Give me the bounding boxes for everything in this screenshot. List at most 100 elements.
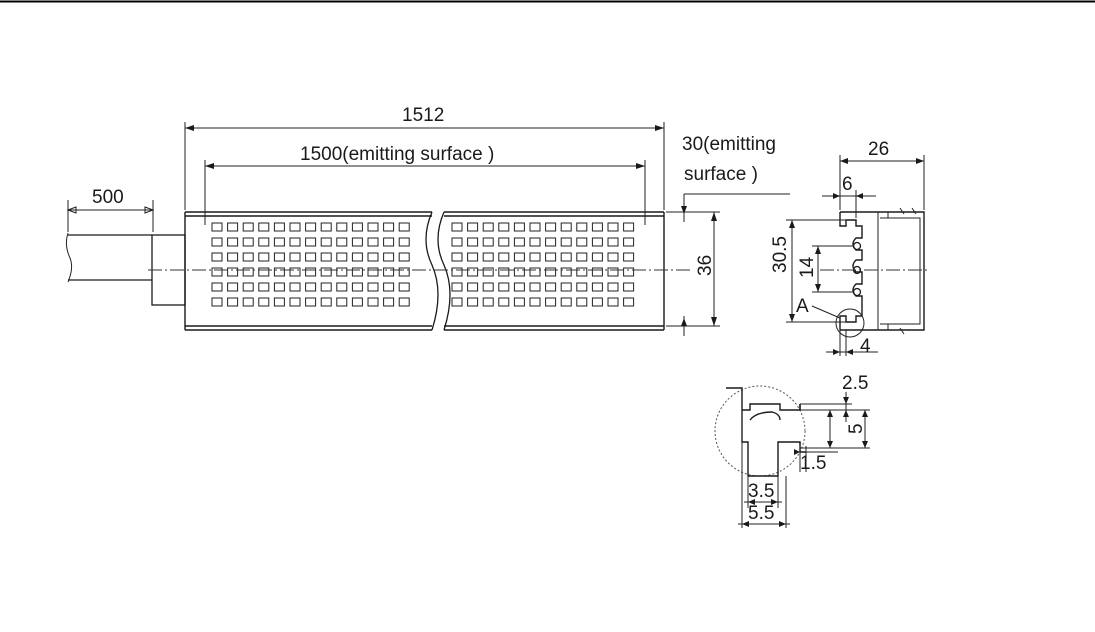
led-cell — [623, 252, 635, 262]
led-cell — [227, 267, 239, 277]
led-cell — [242, 297, 254, 307]
break-line-right — [437, 211, 451, 331]
led-cell — [451, 237, 463, 247]
led-cell — [513, 222, 525, 232]
led-cell — [560, 282, 572, 292]
dim-5-label: 5 — [846, 423, 867, 434]
led-cell — [258, 297, 270, 307]
led-cell — [591, 297, 603, 307]
led-cell — [513, 267, 525, 277]
led-cell — [451, 222, 463, 232]
led-cell — [289, 282, 301, 292]
led-cell — [242, 222, 254, 232]
led-cell — [211, 237, 223, 247]
led-cell — [498, 297, 510, 307]
led-cell — [482, 297, 494, 307]
dim-detail-2-5 — [800, 392, 852, 422]
led-cell — [623, 267, 635, 277]
dim-2-5-label: 2.5 — [842, 373, 868, 394]
led-cell — [607, 252, 619, 262]
led-cell — [351, 267, 363, 277]
led-cell — [351, 252, 363, 262]
led-cell — [560, 252, 572, 262]
led-cell — [607, 282, 619, 292]
led-cell — [498, 267, 510, 277]
led-cell — [623, 222, 635, 232]
led-cell — [273, 252, 285, 262]
led-cell — [545, 237, 557, 247]
dim-1-5-label: 1.5 — [800, 453, 826, 474]
led-cell — [273, 267, 285, 277]
led-array-right — [451, 222, 635, 307]
led-cell — [545, 252, 557, 262]
led-cell — [383, 222, 395, 232]
led-cell — [320, 267, 332, 277]
dim-500-label: 500 — [92, 187, 124, 208]
dim-emitting-length — [204, 160, 646, 225]
detail-a-view — [714, 385, 806, 477]
detail-a-leader — [811, 305, 841, 319]
dim-6-label: 6 — [842, 174, 853, 195]
led-cell — [383, 252, 395, 262]
led-cell — [398, 297, 410, 307]
dim-30-5-label: 30.5 — [770, 236, 791, 273]
led-cell — [227, 237, 239, 247]
led-cell — [545, 267, 557, 277]
led-cell — [467, 237, 479, 247]
bar-body-left — [184, 211, 432, 331]
led-cell — [383, 297, 395, 307]
led-cell — [227, 222, 239, 232]
led-cell — [482, 267, 494, 277]
led-cell — [351, 222, 363, 232]
dim-30-label-line2: surface ) — [684, 164, 758, 185]
led-cell — [273, 237, 285, 247]
led-cell — [305, 222, 317, 232]
led-cell — [227, 282, 239, 292]
led-cell — [305, 252, 317, 262]
side-view — [820, 207, 930, 338]
led-cell — [289, 252, 301, 262]
led-cell — [398, 282, 410, 292]
led-cell — [367, 252, 379, 262]
led-cell — [467, 252, 479, 262]
led-cell — [467, 282, 479, 292]
dim-detail-5-5 — [738, 442, 790, 528]
led-cell — [351, 282, 363, 292]
led-cell — [383, 282, 395, 292]
led-cell — [529, 252, 541, 262]
bar-body-right — [444, 211, 665, 331]
led-cell — [336, 297, 348, 307]
led-cell — [545, 222, 557, 232]
led-cell — [591, 222, 603, 232]
dim-slot-pitch — [812, 245, 853, 293]
led-cell — [367, 222, 379, 232]
led-cell — [576, 252, 588, 262]
led-cell — [482, 237, 494, 247]
led-cell — [305, 237, 317, 247]
dim-5-5-label: 5.5 — [748, 503, 774, 524]
led-cell — [607, 222, 619, 232]
led-cell — [336, 252, 348, 262]
led-cell — [498, 237, 510, 247]
front-view — [65, 211, 690, 331]
led-cell — [623, 237, 635, 247]
led-cell — [607, 297, 619, 307]
led-cell — [320, 282, 332, 292]
led-cell — [211, 282, 223, 292]
led-cell — [482, 282, 494, 292]
led-cell — [513, 237, 525, 247]
led-cell — [273, 222, 285, 232]
led-cell — [513, 252, 525, 262]
detail-a-marker — [835, 308, 865, 338]
led-cell — [591, 237, 603, 247]
led-cell — [367, 297, 379, 307]
led-cell — [451, 252, 463, 262]
led-cell — [289, 237, 301, 247]
led-cell — [227, 252, 239, 262]
dim-26-label: 26 — [868, 139, 889, 160]
led-cell — [273, 282, 285, 292]
led-cell — [623, 297, 635, 307]
led-cell — [451, 297, 463, 307]
led-cell — [211, 297, 223, 307]
dim-36-label: 36 — [695, 255, 716, 276]
